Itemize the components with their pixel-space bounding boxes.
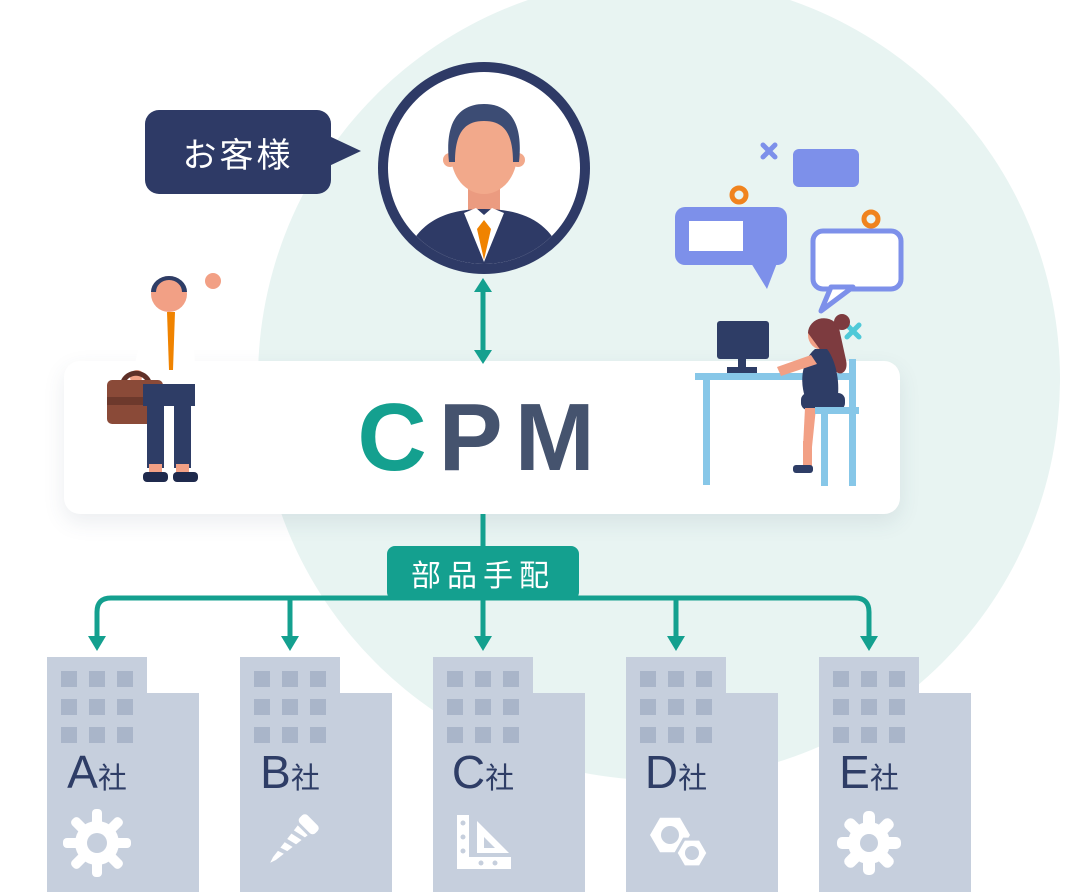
businessman-svg: [107, 273, 221, 482]
cpm-letter-c: C: [357, 383, 439, 491]
company-letter: E: [839, 746, 870, 798]
speech-bubble-tail: [329, 136, 361, 166]
businessman-illustration: [85, 250, 245, 492]
seated-woman: [777, 314, 850, 473]
customer-avatar-illustration: [378, 62, 590, 274]
company-suffix: 社: [485, 763, 515, 795]
company-label: D社: [626, 745, 726, 799]
screw-icon: [254, 807, 326, 879]
company-building-c: C社: [433, 657, 585, 892]
chat-bubble-outline-icon: [810, 228, 904, 314]
company-suffix: 社: [97, 763, 127, 795]
company-letter: C: [451, 746, 486, 798]
chair: [815, 359, 859, 486]
cpm-letters-pm: PM: [438, 383, 607, 491]
decor-cross-icon: [844, 322, 862, 340]
building-illustration: [47, 657, 199, 892]
company-label: E社: [819, 745, 919, 799]
company-suffix: 社: [678, 763, 708, 795]
decor-ring-icon: [861, 209, 881, 229]
gear-icon: [61, 807, 133, 879]
operator-workstation-illustration: [665, 135, 915, 490]
gear-icon: [833, 807, 905, 879]
building-illustration: [240, 657, 392, 892]
company-suffix: 社: [869, 763, 899, 795]
company-letter: B: [260, 746, 291, 798]
desk-and-monitor: [695, 321, 855, 485]
company-letter: D: [644, 746, 679, 798]
decor-rectangle: [793, 149, 859, 187]
company-building-d: D社: [626, 657, 778, 892]
company-building-b: B社: [240, 657, 392, 892]
parts-badge-label: 部品手配: [411, 560, 555, 593]
hex-nuts-icon: [640, 807, 712, 879]
company-building-e: E社: [819, 657, 971, 892]
decor-ring-icon: [729, 185, 749, 205]
arrowhead-company-b: [281, 636, 299, 651]
parts-arrangement-badge: 部品手配: [387, 546, 579, 600]
set-square-icon: [447, 807, 519, 879]
company-label: A社: [47, 745, 147, 799]
arrowhead-company-a: [88, 636, 106, 651]
company-building-a: A社: [47, 657, 199, 892]
company-suffix: 社: [290, 763, 320, 795]
company-label: B社: [240, 745, 340, 799]
company-letter: A: [67, 746, 98, 798]
chat-bubble-solid-icon: [675, 207, 787, 289]
customer-speech-bubble: お客様: [145, 110, 361, 194]
customer-avatar: [378, 62, 590, 274]
decor-cross-icon: [760, 142, 778, 160]
cpm-title: CPM: [357, 389, 606, 486]
workstation-svg: [675, 142, 904, 486]
cpm-box: CPM: [64, 361, 900, 514]
company-label: C社: [433, 745, 533, 799]
customer-label: お客様: [182, 136, 294, 175]
